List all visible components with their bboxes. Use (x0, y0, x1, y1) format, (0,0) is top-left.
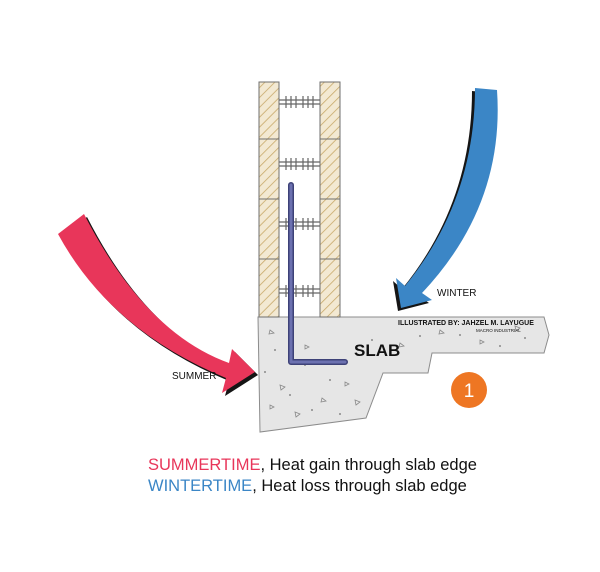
summer-arrow (58, 214, 258, 396)
winter-arrow (393, 88, 498, 311)
legend-summer: SUMMERTIME, Heat gain through slab edge (148, 455, 588, 475)
illustrator-credit: ILLUSTRATED BY: JAHZEL M. LAYUGUE (398, 320, 534, 327)
legend-winter-season: WINTERTIME (148, 477, 253, 495)
legend-summer-description: , Heat gain through slab edge (260, 456, 477, 474)
masonry-wall (258, 81, 341, 318)
legend-winter-description: , Heat loss through slab edge (252, 477, 467, 495)
legend-winter: WINTERTIME, Heat loss through slab edge (148, 476, 588, 496)
company-credit: MACRO INDUSTRIAL (476, 328, 521, 333)
legend-summer-season: SUMMERTIME (148, 456, 261, 474)
concrete-slab (257, 316, 550, 433)
summer-label: SUMMER (172, 371, 216, 382)
step-badge: 1 (451, 372, 487, 408)
slab-label: SLAB (354, 341, 400, 360)
winter-label: WINTER (437, 288, 476, 299)
step-number: 1 (464, 381, 475, 402)
wall-ties (279, 96, 320, 297)
